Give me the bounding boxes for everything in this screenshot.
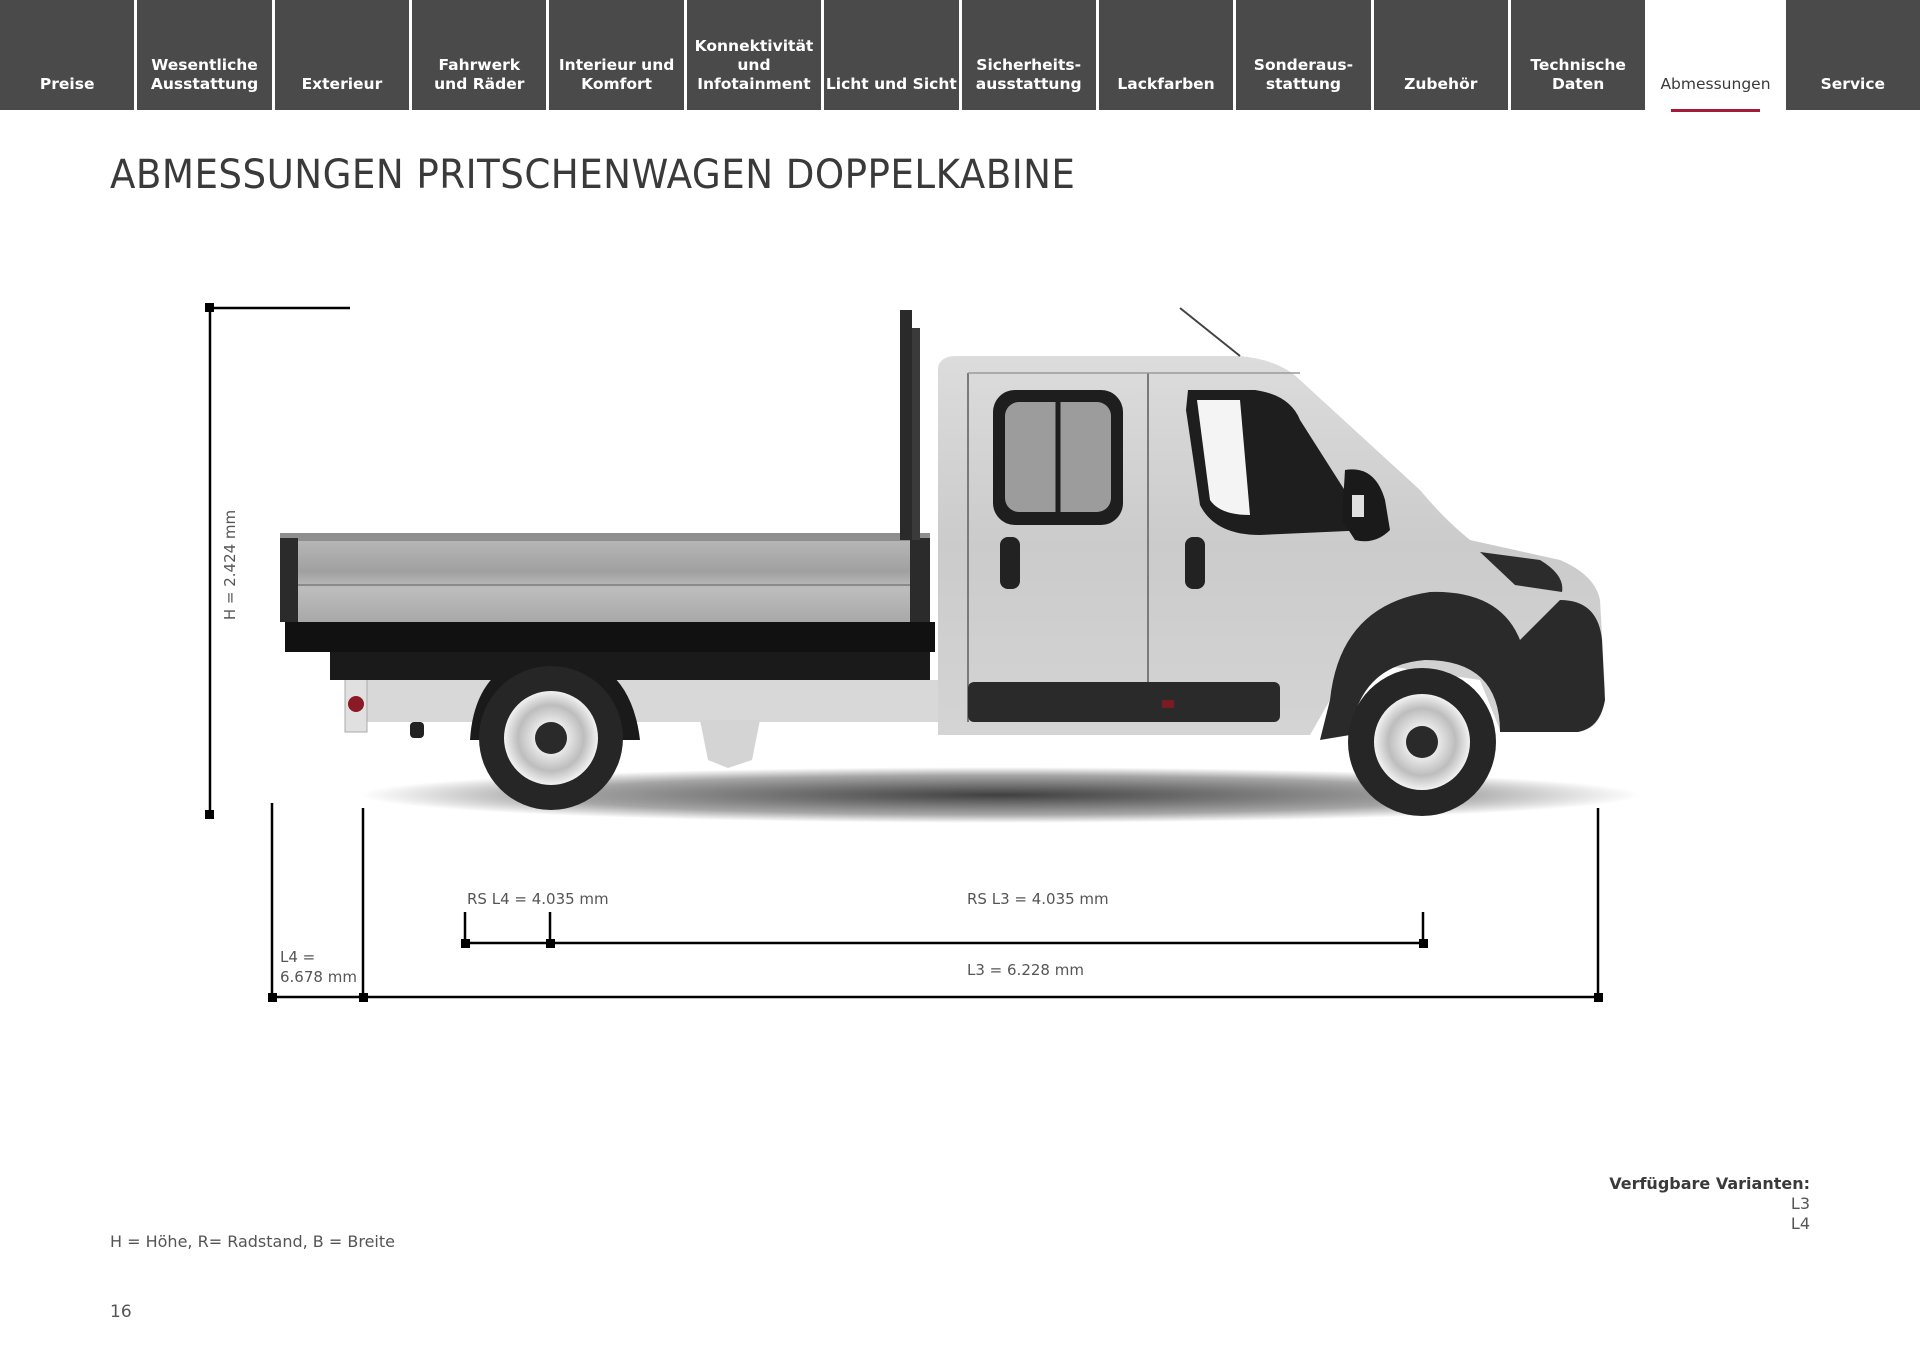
tab-label: Wesentliche Ausstattung <box>150 56 259 93</box>
length-l4-label-line2: 6.678 mm <box>280 968 357 986</box>
tab-technische-daten[interactable]: Technische Daten <box>1510 0 1646 110</box>
tab-label: Service <box>1820 75 1886 93</box>
tab-label: Preise <box>39 75 95 93</box>
tab-label: Konnektivität und Infotainment <box>694 37 814 93</box>
tab-preise[interactable]: Preise <box>0 0 135 110</box>
tab-sicherheitsausstattung[interactable]: Sicherheits- ausstattung <box>961 0 1096 110</box>
tab-abmessungen[interactable]: Abmessungen <box>1648 0 1783 112</box>
abbreviation-legend: H = Höhe, R= Radstand, B = Breite <box>110 1232 395 1251</box>
variants-title: Verfügbare Varianten: <box>1609 1174 1810 1193</box>
wheelbase-l3-label: RS L3 = 4.035 mm <box>967 890 1109 908</box>
dimension-lines <box>205 303 1603 1002</box>
height-dimension-label: H = 2.424 mm <box>221 509 239 621</box>
front-wheel <box>1348 668 1496 816</box>
tab-wesentliche-ausstattung[interactable]: Wesentliche Ausstattung <box>137 0 272 110</box>
available-variants: Verfügbare Varianten: L3 L4 <box>1609 1174 1810 1234</box>
chassis-frame <box>344 676 945 768</box>
cab <box>938 307 1605 740</box>
section-tab-bar: Preise Wesentliche Ausstattung Exterieur… <box>0 0 1920 112</box>
tab-zubehoer[interactable]: Zubehör <box>1373 0 1508 110</box>
tab-interieur-und-komfort[interactable]: Interieur und Komfort <box>549 0 684 110</box>
page-number: 16 <box>110 1302 132 1322</box>
tab-konnektivitaet-und-infotainment[interactable]: Konnektivität und Infotainment <box>686 0 822 110</box>
length-l4-label-line1: L4 = <box>280 948 316 966</box>
rear-wheel <box>470 652 640 810</box>
tab-exterieur[interactable]: Exterieur <box>274 0 410 110</box>
variant-item: L3 <box>1790 1194 1810 1213</box>
tab-label: Zubehör <box>1404 75 1478 93</box>
tab-label: Exterieur <box>301 75 383 93</box>
tab-label: Technische Daten <box>1530 56 1626 93</box>
variant-item: L4 <box>1790 1214 1810 1233</box>
ground-shadow <box>360 767 1640 823</box>
tab-lackfarben[interactable]: Lackfarben <box>1098 0 1234 110</box>
active-tab-indicator <box>1671 109 1760 112</box>
pickup-bed <box>280 310 935 680</box>
tab-fahrwerk-und-raeder[interactable]: Fahrwerk und Räder <box>412 0 547 110</box>
tab-service[interactable]: Service <box>1785 0 1920 110</box>
tab-label: Sonderaus- stattung <box>1253 56 1354 93</box>
wheelbase-l4-label: RS L4 = 4.035 mm <box>467 890 609 908</box>
tab-label: Sicherheits- ausstattung <box>975 56 1082 93</box>
tab-label: Lackfarben <box>1117 75 1215 93</box>
length-l3-label: L3 = 6.228 mm <box>967 961 1084 979</box>
tab-sonderausstattung[interactable]: Sonderaus- stattung <box>1236 0 1371 110</box>
tab-label: Fahrwerk und Räder <box>434 56 525 93</box>
page-title: ABMESSUNGEN PRITSCHENWAGEN DOPPELKABINE <box>110 152 1076 198</box>
tab-licht-und-sicht[interactable]: Licht und Sicht <box>824 0 959 110</box>
tab-label: Interieur und Komfort <box>558 56 675 93</box>
tab-label: Abmessungen <box>1660 75 1771 93</box>
tab-label: Licht und Sicht <box>825 75 957 93</box>
